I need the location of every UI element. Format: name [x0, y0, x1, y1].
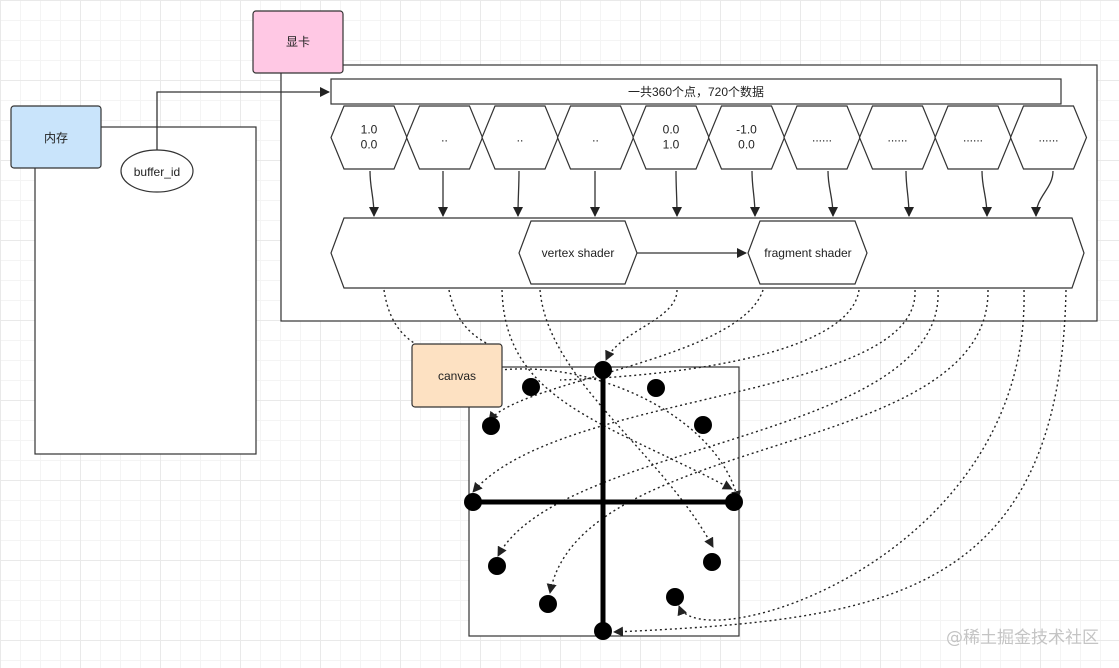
- canvas-node[interactable]: [411, 343, 503, 408]
- canvas-point: [594, 361, 612, 379]
- data-cell-value: 0.0: [361, 138, 378, 152]
- data-cell[interactable]: [330, 105, 408, 170]
- memory-label: 内存: [44, 131, 68, 145]
- buffer-to-header-connector: [156, 87, 330, 150]
- data-cells: 1.00.0......0.01.0-1.00.0...............…: [330, 105, 1088, 170]
- data-cell[interactable]: [858, 105, 937, 170]
- fragment-shader-node[interactable]: [747, 220, 868, 285]
- canvas-point: [522, 378, 540, 396]
- data-cell[interactable]: [783, 105, 861, 170]
- fragment-shader-label: fragment shader: [764, 246, 851, 260]
- data-cell[interactable]: [707, 105, 786, 170]
- gpu-node[interactable]: [252, 10, 344, 74]
- canvas-point: [482, 417, 500, 435]
- data-cell-value: 0.0: [738, 138, 755, 152]
- cell-to-shader-arrow: [368, 170, 379, 217]
- data-cell-value: 1.0: [663, 138, 680, 152]
- canvas-point: [725, 493, 743, 511]
- gpu-label: 显卡: [286, 35, 310, 49]
- data-cell[interactable]: [405, 105, 484, 170]
- canvas-point: [539, 595, 557, 613]
- canvas-point: [666, 588, 684, 606]
- canvas-points: [464, 361, 743, 640]
- canvas-point: [647, 379, 665, 397]
- memory-node[interactable]: [10, 105, 102, 169]
- cell-to-shader-arrow: [749, 170, 760, 217]
- data-cell-value: ......: [812, 131, 832, 145]
- canvas-point: [703, 553, 721, 571]
- cell-to-shader-arrow: [1031, 170, 1054, 217]
- vertex-shader-label: vertex shader: [542, 246, 615, 260]
- cell-to-shader-arrow: [671, 170, 682, 217]
- data-cell-value: ..: [517, 131, 524, 145]
- cell-to-shader-arrow: [981, 170, 992, 217]
- canvas-point: [694, 416, 712, 434]
- data-cell[interactable]: [934, 105, 1012, 170]
- cell-to-shader-arrow: [903, 170, 914, 217]
- data-cell-value: 0.0: [663, 123, 680, 137]
- watermark: @稀土掘金技术社区: [946, 628, 1099, 648]
- data-cell-value: -1.0: [736, 123, 757, 137]
- data-cell[interactable]: [1009, 105, 1088, 170]
- canvas-point: [594, 622, 612, 640]
- data-cell-value: ......: [963, 131, 983, 145]
- data-cell-value: 1.0: [361, 123, 378, 137]
- cell-arrows: [368, 170, 1054, 217]
- data-cell-value: ..: [592, 131, 599, 145]
- data-cell[interactable]: [481, 105, 559, 170]
- canvas-point: [464, 493, 482, 511]
- cell-to-shader-arrow: [513, 170, 524, 217]
- data-cell[interactable]: [632, 105, 710, 170]
- dotted-mappings: [383, 289, 1067, 637]
- vertex-shader-node[interactable]: [518, 220, 638, 285]
- canvas-label: canvas: [438, 369, 476, 383]
- data-cell[interactable]: [556, 105, 635, 170]
- canvas-point: [488, 557, 506, 575]
- data-cell-value: ......: [887, 131, 907, 145]
- data-cell-value: ..: [441, 131, 448, 145]
- cell-to-shader-arrow: [827, 170, 838, 217]
- header-bar: [330, 78, 1062, 105]
- data-cell-value: ......: [1038, 131, 1058, 145]
- buffer-label: buffer_id: [134, 165, 180, 179]
- header-label: 一共360个点，720个数据: [628, 84, 764, 99]
